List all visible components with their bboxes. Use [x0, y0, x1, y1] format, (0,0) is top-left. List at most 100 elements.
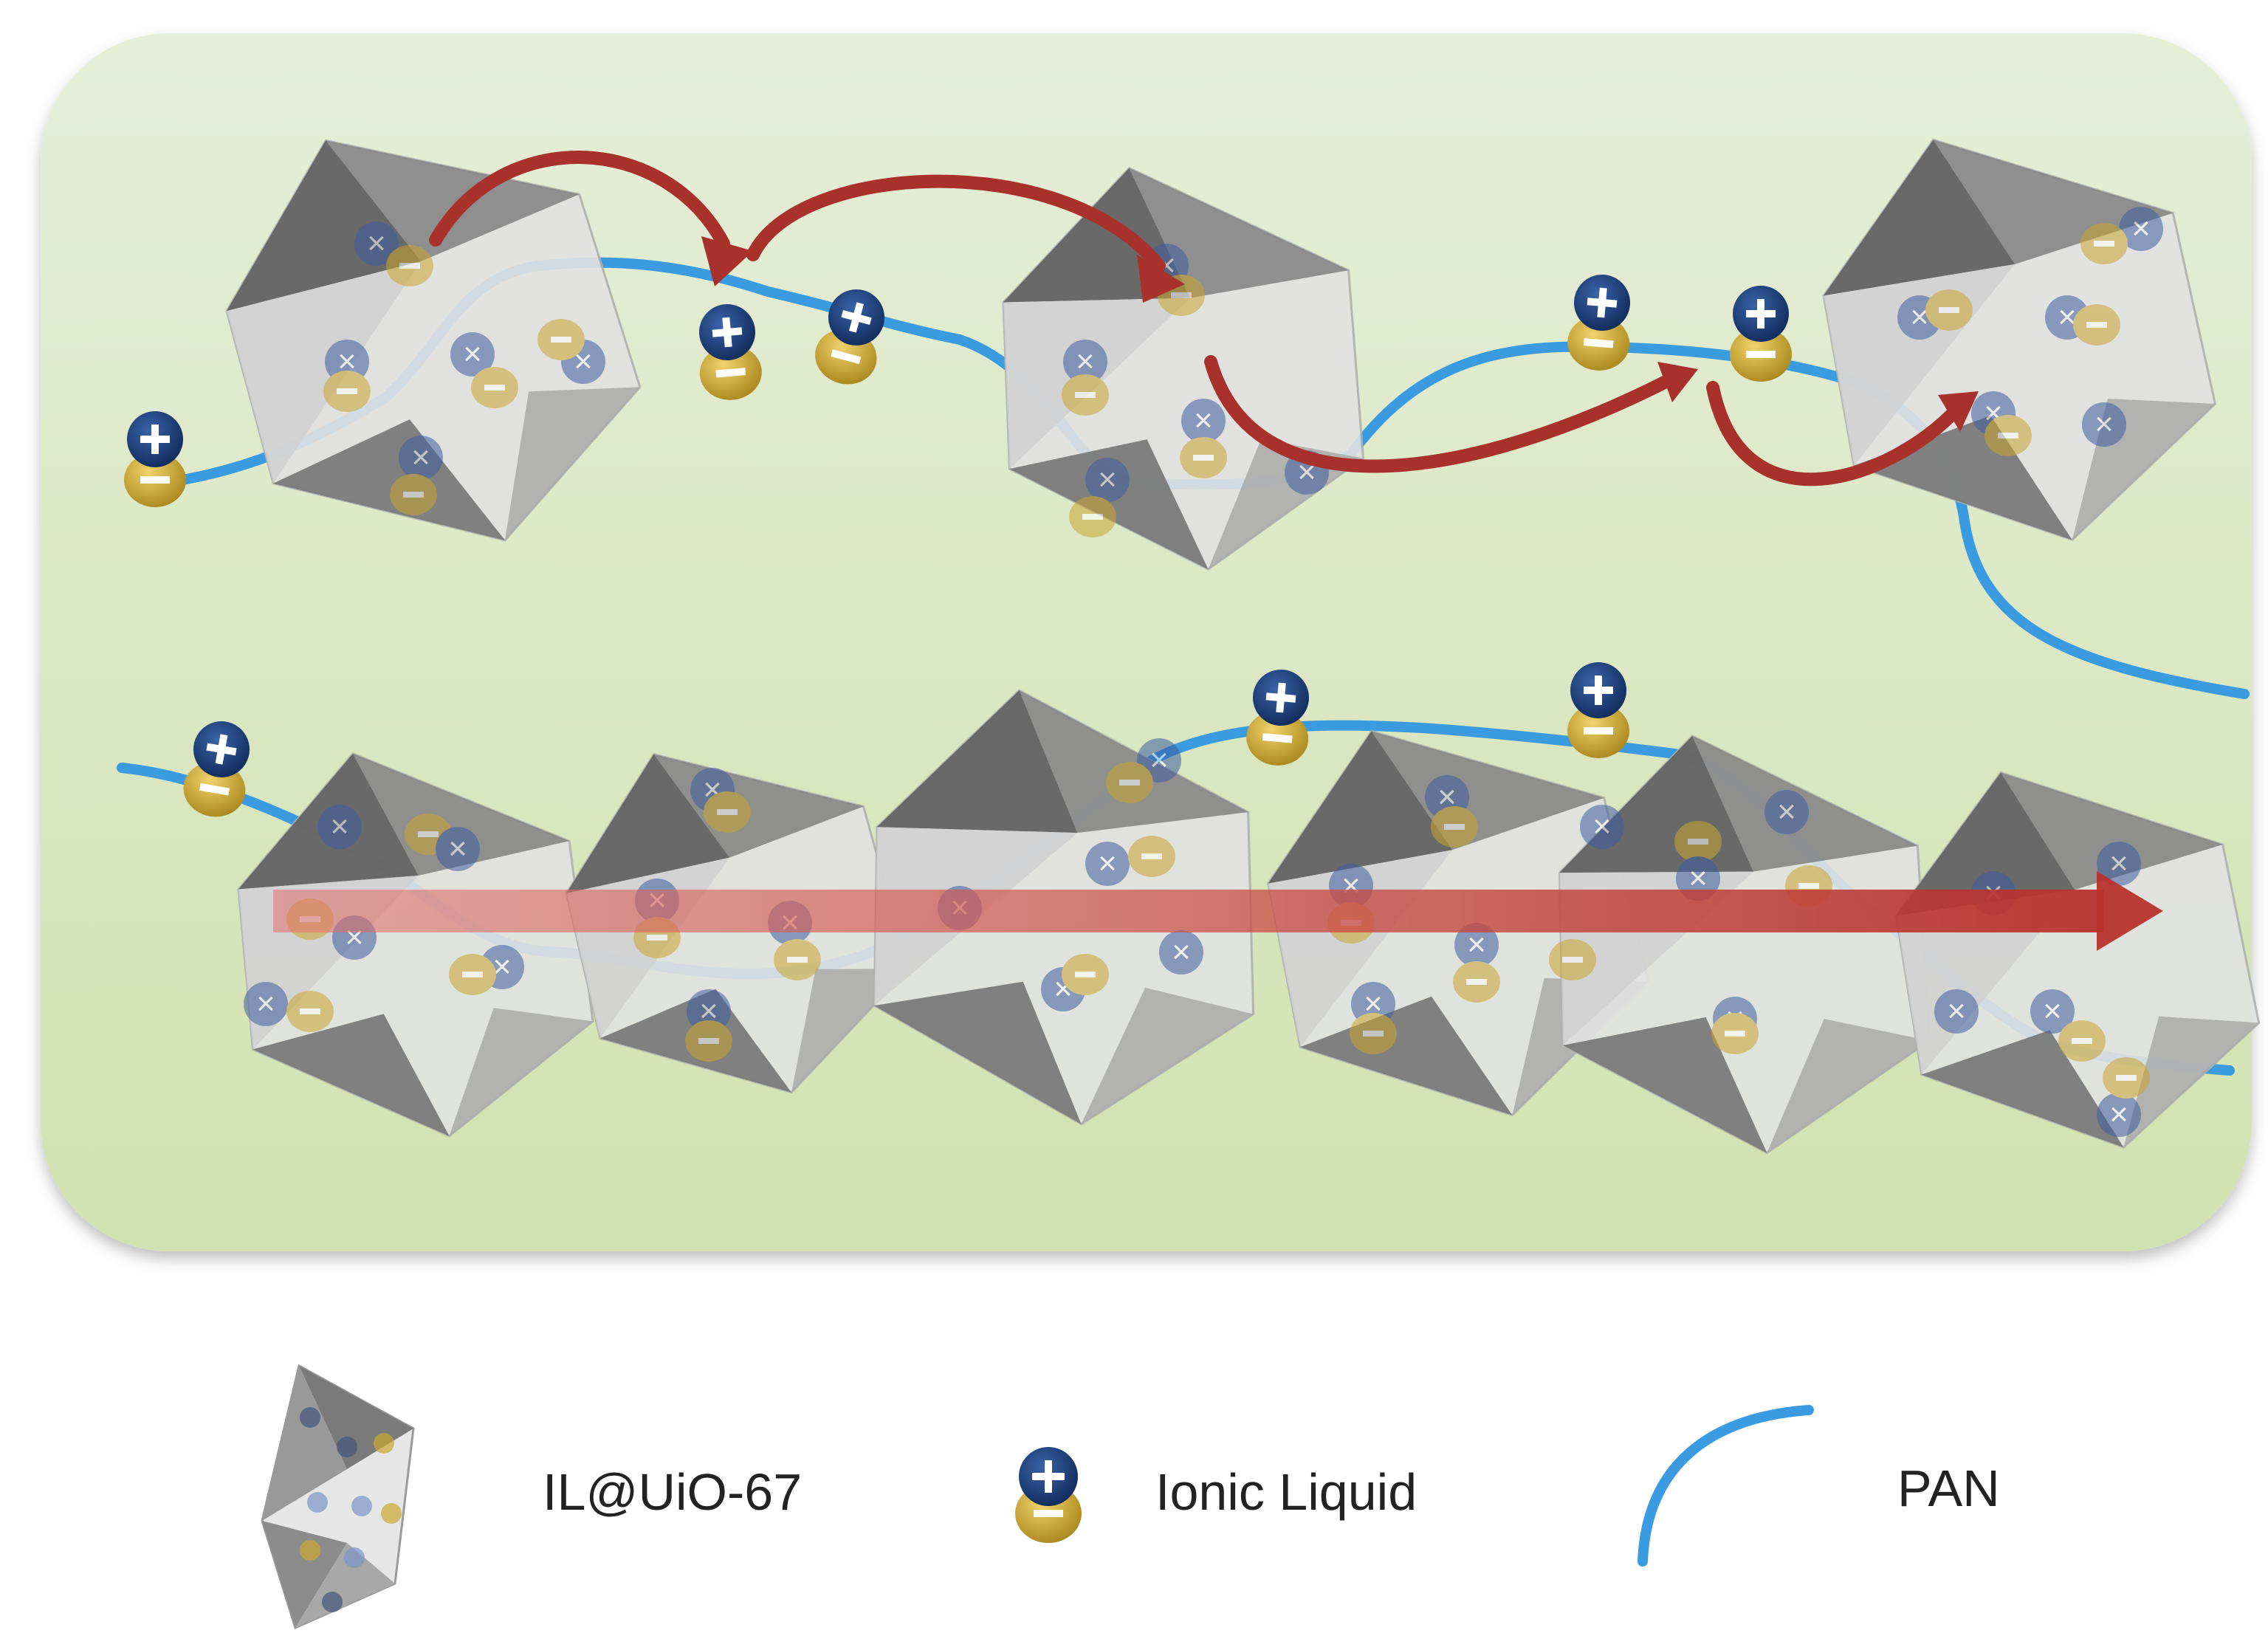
hop-arrow-1 [429, 151, 730, 250]
octahedron-icon [261, 1364, 415, 1630]
inner-anion-sign [1075, 392, 1096, 398]
inner-cation [1085, 842, 1130, 886]
inner-anion-sign [462, 972, 483, 977]
ion-pair-5 [1730, 286, 1792, 382]
inner-cation-sign: × [1076, 343, 1095, 379]
inner-cation [1181, 399, 1226, 443]
arrowhead-1 [701, 236, 753, 286]
inner-cation-sign: × [1467, 927, 1486, 963]
inner-cation-sign: × [448, 831, 467, 867]
ion-pair-8 [1567, 662, 1629, 758]
arrowhead-3 [1657, 362, 1698, 402]
octahedron-9 [1894, 771, 2261, 1149]
inner-cation [1085, 458, 1130, 502]
inner-anion-sign [1939, 307, 1959, 313]
inner-cation-sign: × [463, 336, 482, 372]
inner-anion-sign [2094, 241, 2114, 247]
inner-cation [687, 989, 731, 1034]
inner-anion-sign [418, 831, 439, 837]
inner-anion-sign [399, 263, 420, 269]
inner-cation-sign: × [2095, 406, 2114, 442]
inner-cation [2097, 1093, 2141, 1137]
octahedron-4 [237, 752, 594, 1138]
inner-cation [317, 805, 362, 849]
hopping-arrows [429, 151, 1963, 487]
inner-cation-sign: × [2131, 210, 2151, 247]
inner-cation [1764, 790, 1809, 834]
inner-cation-sign: × [330, 808, 349, 845]
legend-item-ionic-liquid: Ionic Liquid [1015, 1447, 1417, 1543]
ion-pair-icon [1015, 1447, 1082, 1543]
transport-arrow-head [2097, 871, 2163, 951]
inner-cation-sign: × [492, 949, 512, 985]
legend-label-il-uio: IL@UiO-67 [543, 1463, 802, 1521]
inner-anion-sign [403, 492, 424, 498]
inner-cation-sign: × [1777, 794, 1796, 830]
inner-cation [1934, 989, 1979, 1034]
inner-anion-sign [1444, 824, 1465, 830]
inner-anion-sign [698, 1038, 719, 1044]
hop-arrow-3 [1204, 355, 1683, 473]
legend-item-octahedron: IL@UiO-67 [261, 1364, 802, 1630]
inner-cation [450, 332, 495, 377]
legend-label-ionic-liquid: Ionic Liquid [1155, 1463, 1417, 1521]
inner-anion-sign [647, 935, 667, 941]
inner-anion-sign [1466, 979, 1487, 985]
inner-anion-sign [2116, 1075, 2137, 1081]
inner-anion-sign [1171, 292, 1192, 298]
inner-cation [436, 827, 480, 871]
legend-item-pan: PAN [1638, 1405, 2000, 1567]
inner-cation-sign: × [411, 439, 430, 475]
inner-anion-sign [1082, 514, 1103, 520]
inner-cation-sign: × [367, 225, 386, 261]
inner-cation-sign: × [1194, 402, 1213, 439]
inner-anion-sign [1141, 853, 1162, 859]
inner-cation-sign: × [1172, 934, 1191, 970]
inner-cation-sign: × [256, 986, 275, 1022]
inner-cation-sign: × [2109, 1096, 2128, 1132]
inner-anion-sign [551, 337, 571, 343]
free-ion-pairs [124, 275, 1792, 817]
ion-pair-6 [183, 721, 250, 817]
inner-anion-sign [1562, 957, 1583, 963]
inner-cation-sign: × [1592, 808, 1612, 845]
arrowhead-2 [1137, 255, 1185, 303]
inner-anion-sign [1193, 455, 1214, 461]
inner-anion-sign [300, 1008, 320, 1014]
ion-pair-1 [124, 411, 186, 507]
hop-arrow-2 [746, 174, 1166, 272]
inner-anion-sign [1119, 780, 1140, 786]
ion-pair-3 [815, 289, 884, 385]
inner-cation-sign: × [2043, 993, 2062, 1029]
inner-anion-sign [717, 809, 738, 815]
inner-anion-sign [1363, 1031, 1384, 1037]
inner-cation [354, 221, 399, 266]
inner-anion-sign [787, 957, 808, 963]
hop-arrow-4 [1706, 381, 1963, 487]
arrowhead-4 [1938, 391, 1979, 432]
ion-pair-4 [1567, 275, 1630, 371]
inner-anion-sign [1998, 433, 2018, 439]
inner-anion-sign [1075, 972, 1096, 977]
legend: IL@UiO-67 Ionic Liquid PAN [261, 1364, 2000, 1630]
inner-cation [244, 982, 288, 1026]
inner-cation [1580, 805, 1624, 849]
legend-label-pan: PAN [1897, 1460, 2000, 1517]
inner-cation [325, 340, 369, 384]
inner-anion-sign [337, 388, 357, 394]
inner-anion-sign [484, 385, 505, 391]
inner-cation [2097, 842, 2141, 886]
inner-anion-sign [2072, 1038, 2092, 1044]
inner-cation-sign: × [2109, 845, 2128, 881]
inner-cation-sign: × [1947, 993, 1966, 1029]
inner-cation [1351, 982, 1395, 1026]
inner-anion-sign [2086, 322, 2107, 328]
inner-anion-sign [1725, 1031, 1745, 1037]
transport-arrow-shaft [273, 890, 2104, 932]
inner-cation [2030, 989, 2075, 1034]
inner-cation [1063, 340, 1107, 384]
hopping-arrowheads [701, 236, 1979, 432]
octahedron-1 [225, 139, 642, 542]
inner-anion-sign [1688, 839, 1708, 845]
